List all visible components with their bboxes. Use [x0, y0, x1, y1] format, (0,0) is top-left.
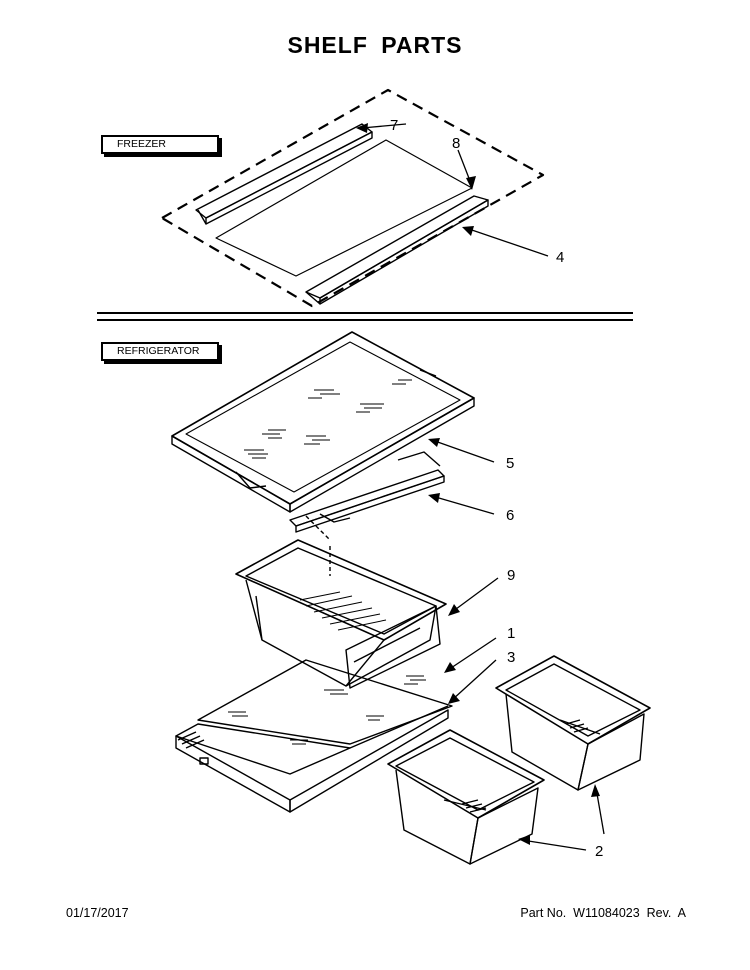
callout-4: 4 [556, 249, 565, 266]
freezer-shelf-trim-front-part [305, 195, 489, 305]
freezer-shelf-outline [160, 88, 545, 308]
refrigerator-section-label: REFRIGERATOR [101, 342, 219, 361]
freezer-shelf-trim-rear-part [195, 123, 373, 225]
freezer-section-label: FREEZER [101, 135, 219, 154]
page-title: SHELF PARTS [287, 32, 463, 58]
leader-arrowheads [356, 123, 600, 845]
section-divider-bottom [97, 319, 633, 321]
crisper-cover-frame-part [175, 705, 449, 813]
callout-1: 1 [507, 625, 516, 642]
callout-8: 8 [452, 135, 461, 152]
callout-7: 7 [390, 117, 399, 134]
crisper-cover-glare-marks [228, 675, 426, 745]
refrigerator-shelf-frame-part [171, 331, 475, 513]
crisper-drawer-left-part [387, 729, 545, 865]
footer-date: 01/17/2017 [66, 906, 129, 920]
shelf-glass-glare-marks [244, 379, 412, 459]
callout-2: 2 [595, 843, 604, 860]
crisper-cover-glass-part [197, 659, 453, 745]
refrigerator-shelf-trim-part [289, 451, 445, 541]
freezer-glass-shelf-part [215, 139, 473, 277]
section-divider-top [97, 312, 633, 314]
callout-6: 6 [506, 507, 515, 524]
callout-5: 5 [506, 455, 515, 472]
crisper-drawer-right-part [495, 655, 651, 791]
leader-lines [361, 123, 605, 851]
deli-drawer-ribs [299, 591, 387, 631]
callout-9: 9 [507, 567, 516, 584]
footer-part-number: Part No. W11084023 Rev. A [520, 906, 686, 920]
callout-3: 3 [507, 649, 516, 666]
